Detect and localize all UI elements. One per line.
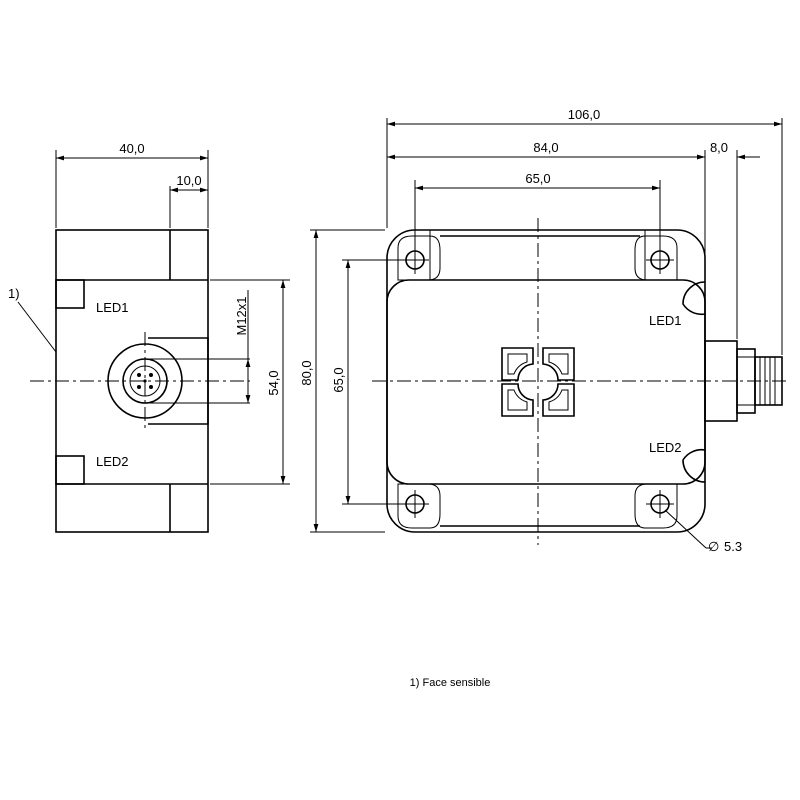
front-led2-label: LED2 <box>649 440 682 455</box>
dim-overall-length-label: 106,0 <box>568 107 601 122</box>
front-led1-window <box>682 281 706 316</box>
footnote: 1) Face sensible <box>410 677 491 689</box>
side-led2-label: LED2 <box>96 454 129 469</box>
led2-window <box>55 455 85 485</box>
side-led1-label: LED1 <box>96 300 129 315</box>
hole-diameter-value: 5.3 <box>724 539 742 554</box>
front-led1-label: LED1 <box>649 313 682 328</box>
dim-inner-height-label: 54,0 <box>266 370 281 395</box>
dim-width-label: 40,0 <box>119 141 144 156</box>
dim-hole-spacing-x-label: 65,0 <box>525 171 550 186</box>
front-led2-window <box>682 448 706 483</box>
hole-diameter-symbol: ∅ <box>708 539 719 554</box>
dim-thread-label: M12x1 <box>234 296 249 335</box>
led1-window <box>55 279 85 309</box>
face-sensible-callout: 1) <box>8 286 20 301</box>
dim-total-height-label: 80,0 <box>299 360 314 385</box>
dim-connector-offset-label: 10,0 <box>176 173 201 188</box>
dim-connector-length-label: 8,0 <box>710 140 728 155</box>
target-symbol <box>501 347 575 417</box>
front-view: LED1 LED2 106,0 84,0 8,0 65,0 80,0 65,0 <box>299 107 790 554</box>
dim-body-length-label: 84,0 <box>533 140 558 155</box>
side-view: 40,0 10,0 M12x1 54,0 LED1 LED2 1) <box>8 141 290 533</box>
dim-hole-spacing-y-label: 65,0 <box>331 367 346 392</box>
